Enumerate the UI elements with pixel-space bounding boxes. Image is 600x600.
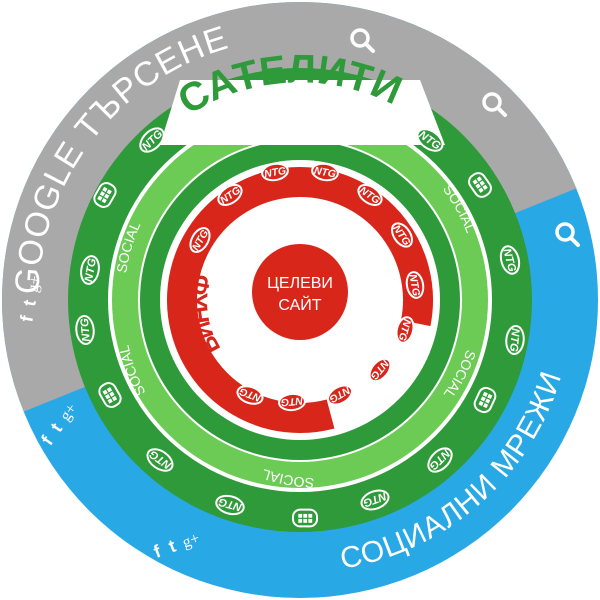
ntg-logo-icon: NTG <box>236 385 264 405</box>
svg-text:NTG: NTG <box>263 166 287 181</box>
ntg-logo-icon: NTG <box>505 325 525 355</box>
funnel-ring <box>167 167 433 433</box>
search-icons <box>350 28 580 247</box>
ntg-logo-icon: NTG <box>215 494 245 516</box>
search-icon <box>482 92 507 117</box>
ntg-logo-icon: NTG <box>80 255 100 285</box>
svg-text:NTG: NTG <box>79 317 93 342</box>
social-icon-group: ft g+ <box>16 274 44 323</box>
target-site-line1: ЦЕЛЕВИ <box>267 275 333 292</box>
svg-text:NTG: NTG <box>396 318 412 342</box>
ntg-logo-icon: NTG <box>146 447 174 472</box>
target-site-circle <box>252 244 348 340</box>
twitter-icon: t <box>19 298 40 307</box>
svg-text:NTG: NTG <box>217 495 243 513</box>
ntg-logo-icon: NTG <box>278 392 306 412</box>
ntg-logo-icon: NTG <box>189 227 211 253</box>
facebook-icon: f <box>16 313 37 323</box>
svg-text:NTG: NTG <box>280 394 303 407</box>
search-icon <box>350 28 375 53</box>
ntg-square-logo-icon <box>93 182 117 208</box>
ntg-logo-icon: NTG <box>395 316 415 344</box>
satellites-title-banner <box>160 80 445 145</box>
search-icon <box>555 222 580 247</box>
svg-text:NTG: NTG <box>507 328 521 353</box>
ntg-square-logo-icon <box>292 508 318 528</box>
ntg-logo-icon: NTG <box>75 315 95 345</box>
ntg-logo-icon: NTG <box>405 271 425 299</box>
svg-text:NTG: NTG <box>407 273 422 297</box>
ntg-logo-icon: NTG <box>261 162 289 182</box>
target-site-line2: САЙТ <box>278 295 321 314</box>
ntg-logo-icon: NTG <box>327 384 353 406</box>
ntg-logo-icon: NTG <box>311 162 339 182</box>
ntg-logo-icon: NTG <box>360 489 390 511</box>
google-plus-icon: g+ <box>24 274 44 294</box>
ntg-square-logo-icon <box>473 386 497 414</box>
google-plus-icon: g+ <box>57 400 81 424</box>
svg-text:NTG: NTG <box>313 166 337 181</box>
google-plus-icon: g+ <box>180 530 202 552</box>
ntg-logo-icon: NTG <box>416 128 444 153</box>
svg-text:NTG: NTG <box>83 257 99 283</box>
ntg-square-logo-icon <box>468 172 492 198</box>
svg-text:NTG: NTG <box>500 247 518 273</box>
ntg-square-logo-icon <box>98 382 122 408</box>
ntg-logo-icon: NTG <box>499 245 521 275</box>
